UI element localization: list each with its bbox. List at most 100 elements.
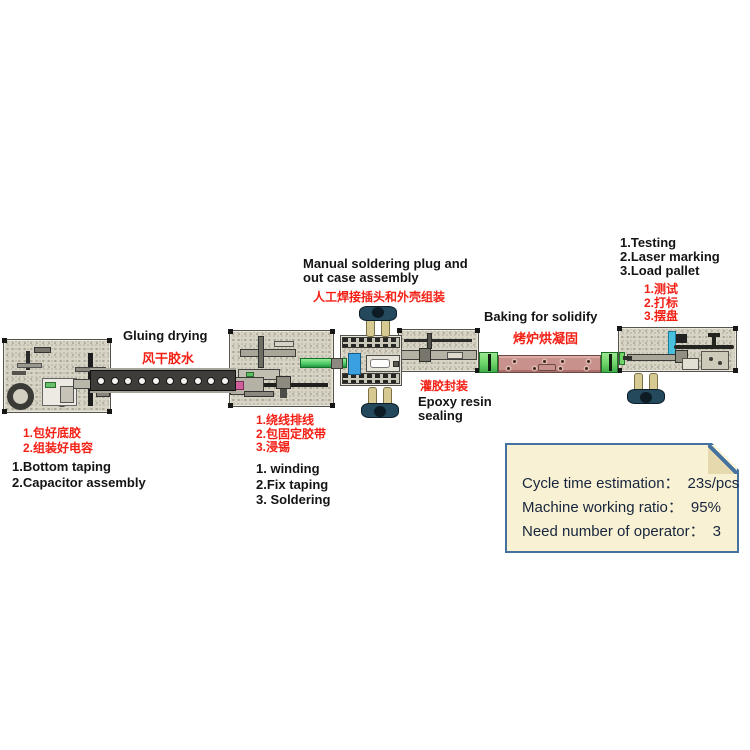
step-zh: 2.打标 [644,295,679,310]
tread-plate [342,337,400,348]
loader-slot [608,354,612,371]
machine-part [45,382,56,388]
corner-mark [475,328,480,333]
corner-mark [617,368,622,373]
machine-part [674,345,734,349]
corner-mark [2,409,7,414]
machine-part [26,351,30,370]
testing-steps-zh: 1.测试 2.打标 3.摆盘 [644,282,679,324]
step-zh: 3.摆盘 [644,309,679,323]
conveyor-hole [221,376,230,385]
machine-part [276,376,291,389]
oven-hatch [538,364,556,371]
corner-mark [107,409,112,414]
gluing-steps-zh: 1.包好底胶 2.组装好电容 [23,426,93,455]
operator-head [640,392,652,403]
gluing-drying-title-zh: 风干胶水 [142,351,195,366]
machine-part [419,348,431,362]
conveyor-hole [96,376,105,385]
oven-dot [561,360,564,363]
baking-title-zh: 烤炉烘凝固 [513,331,579,346]
folded-corner [708,445,737,474]
gluing-conveyor [90,370,236,391]
machine-epoxy-sealing [397,328,480,373]
gluing-steps-en: 1.Bottom taping 2.Capacitor assembly [12,459,146,490]
step-zh: 3.浸锡 [256,440,291,454]
machine-part [60,386,74,403]
station-manual-soldering [340,335,402,386]
oven-dot [585,367,588,370]
epoxy-title-en: Epoxy resin sealing [418,394,492,423]
oven-dot [543,360,546,363]
conveyor-hole [165,376,174,385]
operator-top-icon [359,306,397,339]
baking-oven [498,355,601,373]
step-zh: 1.测试 [644,282,679,296]
transfer-arm-green [300,358,347,368]
conveyor-hole [138,376,147,385]
oven-dot [587,360,590,363]
cycle-time-label: Cycle time estimation： [522,475,680,492]
oven-dot [513,360,516,363]
corner-mark [330,403,335,408]
loader-slot [487,354,491,371]
machine-part [244,391,274,397]
winding-steps-en: 1. winding 2.Fix taping 3. Soldering [256,461,330,508]
machine-part [427,333,432,349]
corner-mark [228,403,233,408]
operator-head [374,406,386,417]
corner-mark [475,368,480,373]
step-en: 1.Bottom taping [12,459,111,474]
working-ratio-label: Machine working ratio： [522,499,683,516]
arm-coupler [331,358,343,369]
conveyor-hole [179,376,188,385]
step-en: 3.Load pallet [620,263,700,278]
machine-winding [228,329,335,408]
corner-mark [397,328,402,333]
machine-part [12,371,26,375]
machine-part [676,334,687,343]
machine-part [280,389,287,398]
conveyor-hole [152,376,161,385]
step-zh: 1.绕线排线 [256,413,315,427]
machine-part [623,356,632,360]
corner-mark [330,329,335,334]
epoxy-title-zh: 灌胶封装 [420,379,469,393]
pallet-square [701,351,729,370]
operator-count-value: 3 [712,523,721,540]
machine-part [447,352,463,359]
conveyor-hole [193,376,202,385]
cycle-time-line: Cycle time estimation： 23s/pcs [522,472,739,496]
machine-part [246,372,254,377]
machine-part [34,347,51,353]
machine-part [718,361,722,365]
conveyor-hole [207,376,216,385]
corner-mark [2,338,7,343]
machine-part [240,349,296,357]
operator-head [372,307,384,318]
machine-part [401,350,477,360]
corner-mark [107,338,112,343]
baking-title-en: Baking for solidify [484,309,598,324]
oven-unloader-green [601,352,618,373]
step-en: 2.Laser marking [620,249,720,264]
corner-mark [733,326,738,331]
machine-testing-marking [617,326,738,373]
operator-count-label: Need number of operator： [522,523,705,540]
cycle-time-value: 23s/pcs [687,475,740,492]
machine-part [393,361,399,367]
oven-loader-green [479,352,498,373]
step-en: 1.Testing [620,235,677,250]
manual-soldering-title-en: Manual soldering plug and out case assem… [303,256,468,285]
machine-part [709,357,713,361]
machine-part [404,339,472,342]
info-lines: Cycle time estimation： 23s/pcs Machine wo… [522,472,739,544]
pallet-square [682,358,699,370]
operator-right-icon [627,371,665,404]
working-ratio-value: 95% [690,499,721,516]
manual-soldering-title-zh: 人工焊接插头和外壳组装 [313,290,446,304]
gluing-drying-title-en: Gluing drying [123,328,208,343]
winding-steps-zh: 1.绕线排线 2.包固定胶带 3.浸锡 [256,413,326,455]
working-ratio-line: Machine working ratio： 95% [522,496,739,520]
